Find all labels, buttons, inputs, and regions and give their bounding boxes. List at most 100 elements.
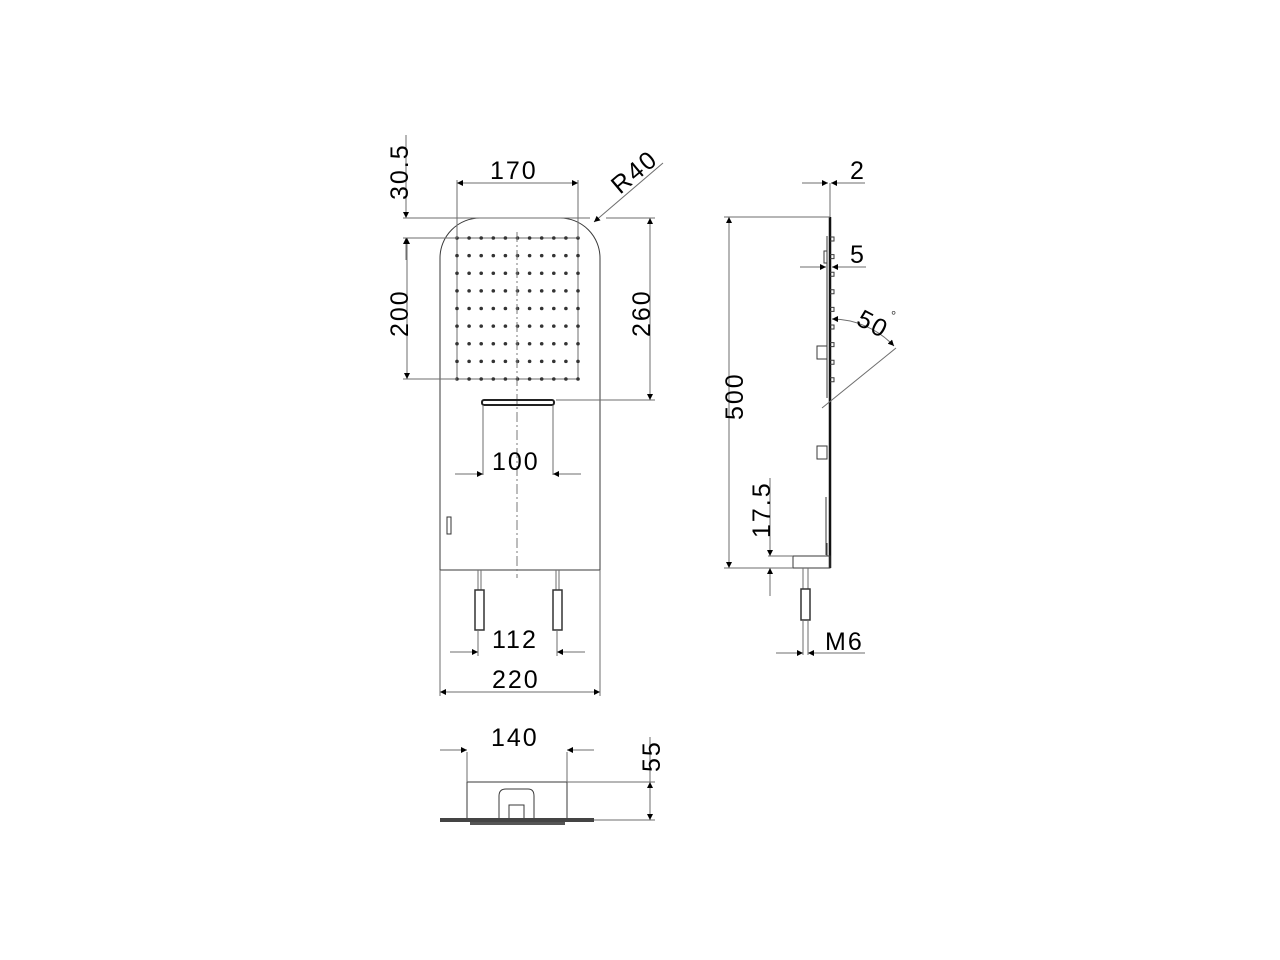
dim-head-width: 170: [490, 157, 538, 185]
nozzle-dot: [564, 236, 568, 240]
dim-box-width: 140: [491, 724, 539, 752]
nozzle-dot: [455, 359, 459, 364]
nozzle-dot: [539, 341, 544, 346]
dim-corner-radius: R40: [606, 145, 664, 200]
side-bracket: [792, 555, 831, 569]
dim-tilt-angle: 50: [852, 305, 893, 345]
nozzle-dot: [564, 324, 568, 328]
nozzle-dot: [576, 359, 580, 364]
nozzle-dot: [552, 253, 556, 258]
nozzle-dot: [539, 289, 544, 293]
handle-bar: [481, 399, 555, 406]
nozzle-dot: [479, 377, 484, 381]
nozzle-dot: [539, 253, 544, 258]
nozzle-dot: [455, 289, 459, 293]
nozzle-dot: [467, 324, 471, 328]
nozzle-dot: [564, 341, 568, 346]
nozzle-dot: [564, 359, 568, 364]
nozzle-dot: [479, 289, 484, 293]
nozzle-dot: [527, 306, 532, 311]
nozzle-dot: [503, 359, 508, 364]
nozzle-dot: [491, 271, 496, 276]
nozzle-dot: [491, 341, 496, 346]
nozzle-dot: [467, 289, 471, 293]
nozzle-dot: [467, 341, 471, 346]
nozzle-dot: [479, 271, 484, 276]
nozzle-dot: [455, 324, 459, 328]
dim-panel-width: 220: [492, 666, 540, 694]
nozzle-dot: [527, 289, 532, 293]
top-view: 140 55: [440, 724, 666, 825]
nozzle-dot: [552, 271, 556, 276]
nozzle-dot: [479, 236, 484, 240]
nozzle-dot: [527, 236, 532, 240]
nozzle-dot: [576, 289, 580, 293]
nozzle-dot: [491, 289, 496, 293]
nozzle-dot: [467, 253, 471, 258]
nozzle-dot: [552, 306, 556, 311]
nozzle-dot: [552, 236, 556, 240]
dim-nozzle-height: 200: [386, 289, 414, 337]
nozzle-dot: [503, 377, 508, 381]
nozzle-dot: [455, 253, 459, 258]
nozzle-dot: [467, 377, 471, 381]
nozzle-dot: [527, 359, 532, 364]
side-control: [446, 516, 452, 535]
dim-plate-thickness: 2: [850, 157, 866, 185]
nozzle-dot: [503, 271, 508, 276]
dim-pin-spacing: 112: [492, 626, 538, 654]
nozzle-dot: [539, 306, 544, 311]
dim-thread: M6: [825, 628, 864, 656]
nozzle-dot: [503, 306, 508, 311]
mounting-pins: [474, 570, 563, 631]
top-box: [466, 781, 568, 821]
nozzle-dot: [491, 324, 496, 328]
nozzle-dot: [527, 377, 532, 381]
nozzle-dot: [576, 341, 580, 346]
nozzle-dot: [455, 271, 459, 276]
dim-bracket-height: 17.5: [748, 481, 776, 538]
nozzle-dot: [467, 271, 471, 276]
nozzle-dot: [467, 359, 471, 364]
nozzle-dot: [576, 306, 580, 311]
dim-handle-width: 100: [492, 448, 540, 476]
nozzle-dot: [539, 377, 544, 381]
nozzle-dot: [539, 324, 544, 328]
nozzle-dot: [503, 253, 508, 258]
nozzle-dot: [479, 359, 484, 364]
nozzle-dot: [527, 341, 532, 346]
nozzle-dot: [552, 377, 556, 381]
nozzle-dot: [503, 341, 508, 346]
nozzle-dot: [564, 271, 568, 276]
nozzle-dot: [576, 253, 580, 258]
dim-total-height: 500: [721, 372, 749, 420]
dim-top-offset: 30.5: [386, 143, 414, 200]
nozzle-dot: [552, 359, 556, 364]
nozzle-grid: [455, 236, 580, 381]
nozzle-dot: [564, 306, 568, 311]
dim-head-height: 260: [628, 289, 656, 337]
nozzle-dot: [539, 271, 544, 276]
nozzle-dot: [552, 324, 556, 328]
nozzle-dot: [576, 324, 580, 328]
nozzle-dot: [491, 236, 496, 240]
nozzle-dot: [503, 324, 508, 328]
nozzle-dot: [552, 341, 556, 346]
panel-outline: [439, 217, 601, 571]
nozzle-dot: [479, 253, 484, 258]
nozzle-dot: [491, 306, 496, 311]
nozzle-dot: [491, 253, 496, 258]
top-plate: [440, 818, 594, 822]
nozzle-dot: [479, 324, 484, 328]
nozzle-dot: [539, 359, 544, 364]
nozzle-dot: [455, 306, 459, 311]
nozzle-dot: [491, 377, 496, 381]
nozzle-dot: [467, 236, 471, 240]
degree-symbol: °: [891, 308, 896, 323]
dim-nozzle-depth: 5: [850, 241, 866, 269]
nozzle-dot: [503, 236, 508, 240]
nozzle-dot: [564, 377, 568, 381]
front-view: 170 R40 30.5 200 260 100 112 220: [386, 135, 664, 696]
nozzle-dot: [467, 306, 471, 311]
